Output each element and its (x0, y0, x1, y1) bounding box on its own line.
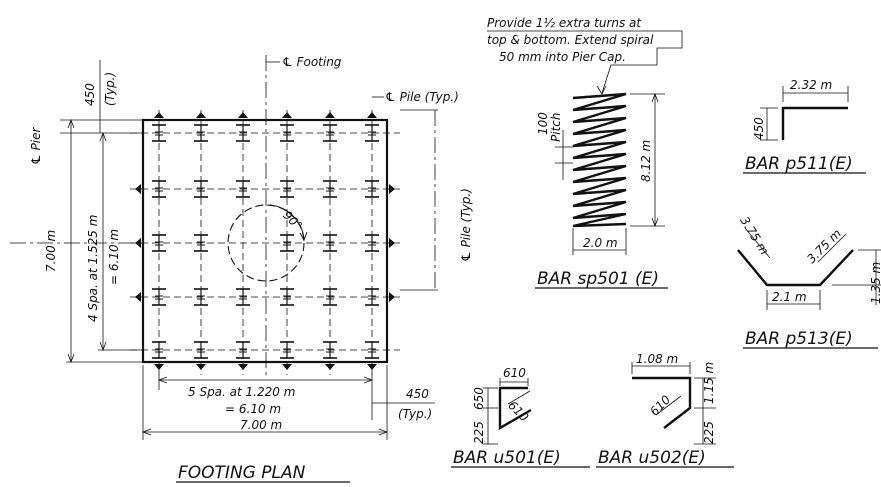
bar-sp501-title: BAR sp501 (E) (537, 269, 659, 289)
pile-grid-lines (130, 110, 400, 375)
p511-leg: 450 (752, 117, 766, 140)
u501-top: 610 (503, 366, 526, 380)
u501-bottom: 225 (472, 421, 486, 444)
overall-h-label: 7.00 m (240, 418, 282, 432)
p513-height: 1.35 m (869, 262, 881, 304)
bar-u502-title: BAR u502(E) (598, 448, 706, 468)
spacing-v-label: 4 Spa. at 1.525 m (86, 215, 100, 322)
bar-u502: 1.08 m 610 1.15 m 225 BAR u502(E) (596, 352, 734, 468)
bar-u502-shape (632, 376, 692, 429)
u502-top: 1.08 m (636, 352, 678, 366)
pile-cl-label-top: ℄ Pile (Typ.) (385, 90, 459, 104)
pitch-label: Pitch (549, 113, 563, 142)
bar-p513-title: BAR p513(E) (745, 329, 853, 349)
footing-plan-title: FOOTING PLAN (178, 463, 306, 483)
spiral-coil (572, 92, 627, 228)
overall-v-label: 7.00 m (44, 230, 58, 272)
bar-p511-title: BAR p511(E) (745, 154, 853, 174)
sp-diameter: 2.0 m (583, 236, 618, 250)
p513-base: 2.1 m (772, 290, 807, 304)
pier-circle (227, 204, 305, 282)
bar-u501: 610 610 650 225 BAR u501(E) (451, 366, 590, 468)
pile-cl-label-right: ℄ Pile (Typ.) (459, 188, 473, 262)
p513-left-leg: 3.75 m (737, 214, 771, 257)
top-typ-label: (Typ.) (103, 72, 117, 106)
bar-u501-shape (498, 386, 532, 431)
note-line2: top & bottom. Extend spiral (487, 33, 654, 47)
spacing-v-total: = 6.10 m (107, 229, 121, 285)
note-line1: Provide 1½ extra turns at (487, 16, 642, 30)
right-typ-label: (Typ.) (398, 407, 432, 421)
bar-p511-shape (781, 106, 848, 140)
u502-height: 1.15 m (702, 362, 716, 404)
spacing-h-total: = 6.10 m (225, 402, 281, 416)
bar-p513: 3.75 m 3.75 m 2.1 m 1.35 m BAR p513(E) (737, 214, 881, 349)
footing-outline (141, 118, 389, 364)
pitch-value: 100 (536, 112, 550, 135)
bar-p513-shape (737, 249, 854, 287)
p511-length: 2.32 m (790, 78, 832, 92)
bar-u501-title: BAR u501(E) (453, 448, 561, 468)
bar-p511: 2.32 m 450 BAR p511(E) (743, 78, 866, 174)
u501-height: 650 (472, 387, 486, 410)
piles (151, 124, 380, 359)
u502-bottom: 225 (702, 421, 716, 444)
note-line3: 50 mm into Pier Cap. (499, 50, 626, 64)
sp-height: 8.12 m (639, 140, 653, 182)
pier-cl-label: ℄ Pier (29, 126, 43, 165)
angle-arc (269, 204, 305, 240)
p513-right-leg: 3.75 m (804, 226, 844, 266)
right-typ-dim: 450 (406, 387, 429, 401)
footing-plan: 90° 450 (Typ.) 7.00 m (10, 55, 473, 483)
top-typ-dim: 450 (83, 83, 97, 106)
footing-cl-label: ℄ Footing (282, 55, 342, 69)
edge-markers (135, 112, 395, 370)
u502-diag: 610 (647, 392, 673, 418)
bar-sp501: 100 Pitch 8.12 m 2.0 m BAR sp501 (E) (535, 92, 668, 289)
spacing-h-label: 5 Spa. at 1.220 m (188, 385, 295, 399)
u501-diag: 610 (505, 398, 531, 424)
spiral-note: Provide 1½ extra turns at top & bottom. … (487, 16, 683, 95)
